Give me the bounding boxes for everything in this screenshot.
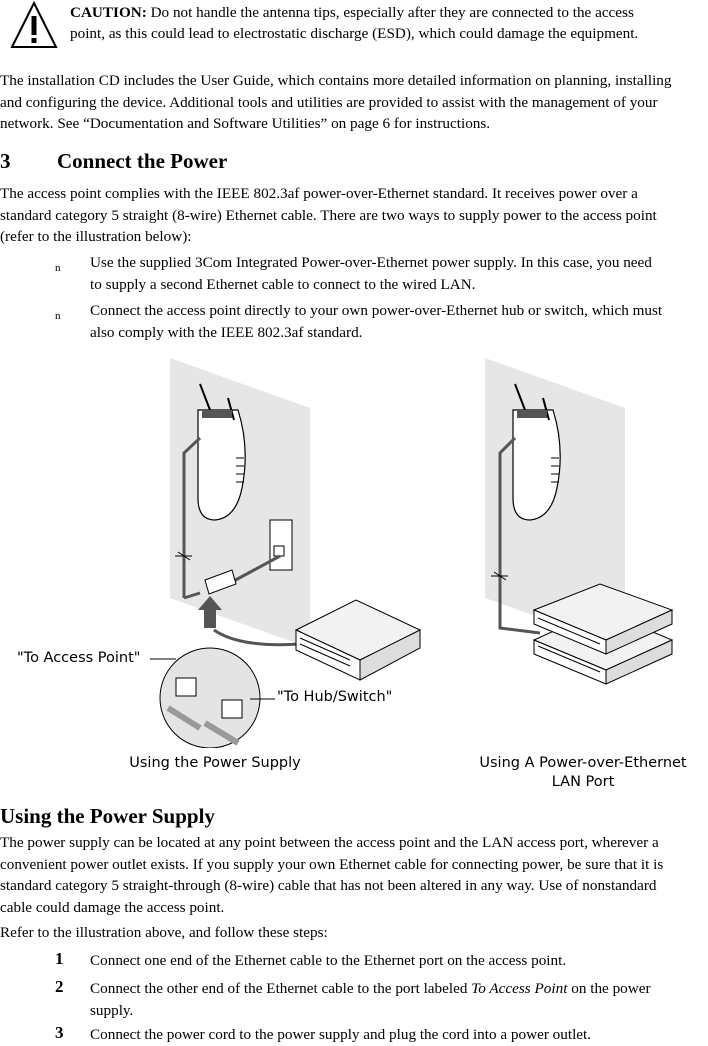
caption-right-line-1: Using A Power-over-Ethernet — [479, 755, 687, 771]
connect-arrow — [198, 596, 222, 628]
section-number: 3 — [0, 149, 11, 173]
label-to-hub-switch: "To Hub/Switch" — [277, 689, 393, 705]
subsection-title: Using the Power Supply — [0, 804, 215, 828]
sub-line-2: convenient power outlet exists. If you s… — [0, 855, 664, 873]
power-supply-brick — [204, 569, 237, 595]
access-point-right — [512, 383, 561, 521]
caption-left: Using the Power Supply — [129, 755, 301, 771]
section-title: Connect the Power — [57, 149, 228, 173]
caption-right-line-2: LAN Port — [551, 774, 615, 790]
sub-line-1: The power supply can be located at any p… — [0, 834, 659, 851]
section-line-2: standard category 5 straight (8-wire) Et… — [0, 206, 657, 224]
step-number-1: 1 — [55, 949, 64, 968]
bullet-marker-1: n — [55, 262, 61, 274]
bullet-1-line-2: to supply a second Ethernet cable to con… — [90, 275, 476, 293]
bullet-1-line-1: Use the supplied 3Com Integrated Power-o… — [90, 254, 652, 271]
bullet-marker-2: n — [55, 310, 61, 322]
sub-line-3: standard category 5 straight-through (8-… — [0, 877, 657, 894]
intro-line-2: and configuring the device. Additional t… — [0, 93, 658, 111]
bullet-item-2: Connect the access point directly to you… — [90, 300, 708, 343]
intro-line-1: The installation CD includes the User Gu… — [0, 72, 672, 89]
label-to-access-point: "To Access Point" — [17, 650, 141, 666]
section-line-3: (refer to the illustration below): — [0, 228, 192, 245]
section-paragraph: The access point complies with the IEEE … — [0, 183, 708, 248]
step-2-line-2: supply. — [90, 1001, 134, 1019]
step-number-2: 2 — [55, 977, 64, 996]
bullet-2-line-2: also comply with the IEEE 802.3af standa… — [90, 323, 363, 341]
refer-text: Refer to the illustration above, and fol… — [0, 924, 328, 941]
step-3-text: Connect the power cord to the power supp… — [90, 1026, 592, 1043]
warning-triangle-icon — [10, 0, 58, 50]
intro-line-3: network. See “Documentation and Software… — [0, 115, 491, 132]
wall-left — [170, 358, 310, 648]
caution-note: CAUTION: Do not handle the antenna tips,… — [70, 2, 700, 44]
power-illustration — [0, 348, 708, 749]
step-number-3: 3 — [55, 1023, 64, 1042]
step-2-post: on the power — [567, 980, 651, 997]
subsection-paragraph: The power supply can be located at any p… — [0, 832, 708, 918]
step-2-text: Connect the other end of the Ethernet ca… — [90, 978, 708, 1021]
access-point-left — [197, 383, 246, 521]
caution-text-1: Do not handle the antenna tips, especial… — [146, 4, 634, 21]
bullet-2-line-1: Connect the access point directly to you… — [90, 302, 663, 319]
magnified-detail — [159, 647, 261, 749]
section-line-1: The access point complies with the IEEE … — [0, 185, 638, 202]
caption-right: Using A Power-over-Ethernet LAN Port — [452, 754, 708, 792]
poe-switch-stack — [532, 583, 674, 685]
power-outlet — [269, 519, 293, 571]
hub-switch-left — [294, 599, 422, 681]
caution-label: CAUTION: — [70, 4, 147, 21]
bullet-item-1: Use the supplied 3Com Integrated Power-o… — [90, 252, 708, 295]
step-2-pre: Connect the other end of the Ethernet ca… — [90, 980, 472, 997]
sub-line-4: cable could damage the access point. — [0, 898, 225, 916]
step-1-text: Connect one end of the Ethernet cable to… — [90, 952, 567, 969]
intro-paragraph: The installation CD includes the User Gu… — [0, 70, 708, 135]
step-2-em: To Access Point — [471, 980, 568, 997]
caution-text-2: point, as this could lead to electrostat… — [70, 25, 639, 42]
